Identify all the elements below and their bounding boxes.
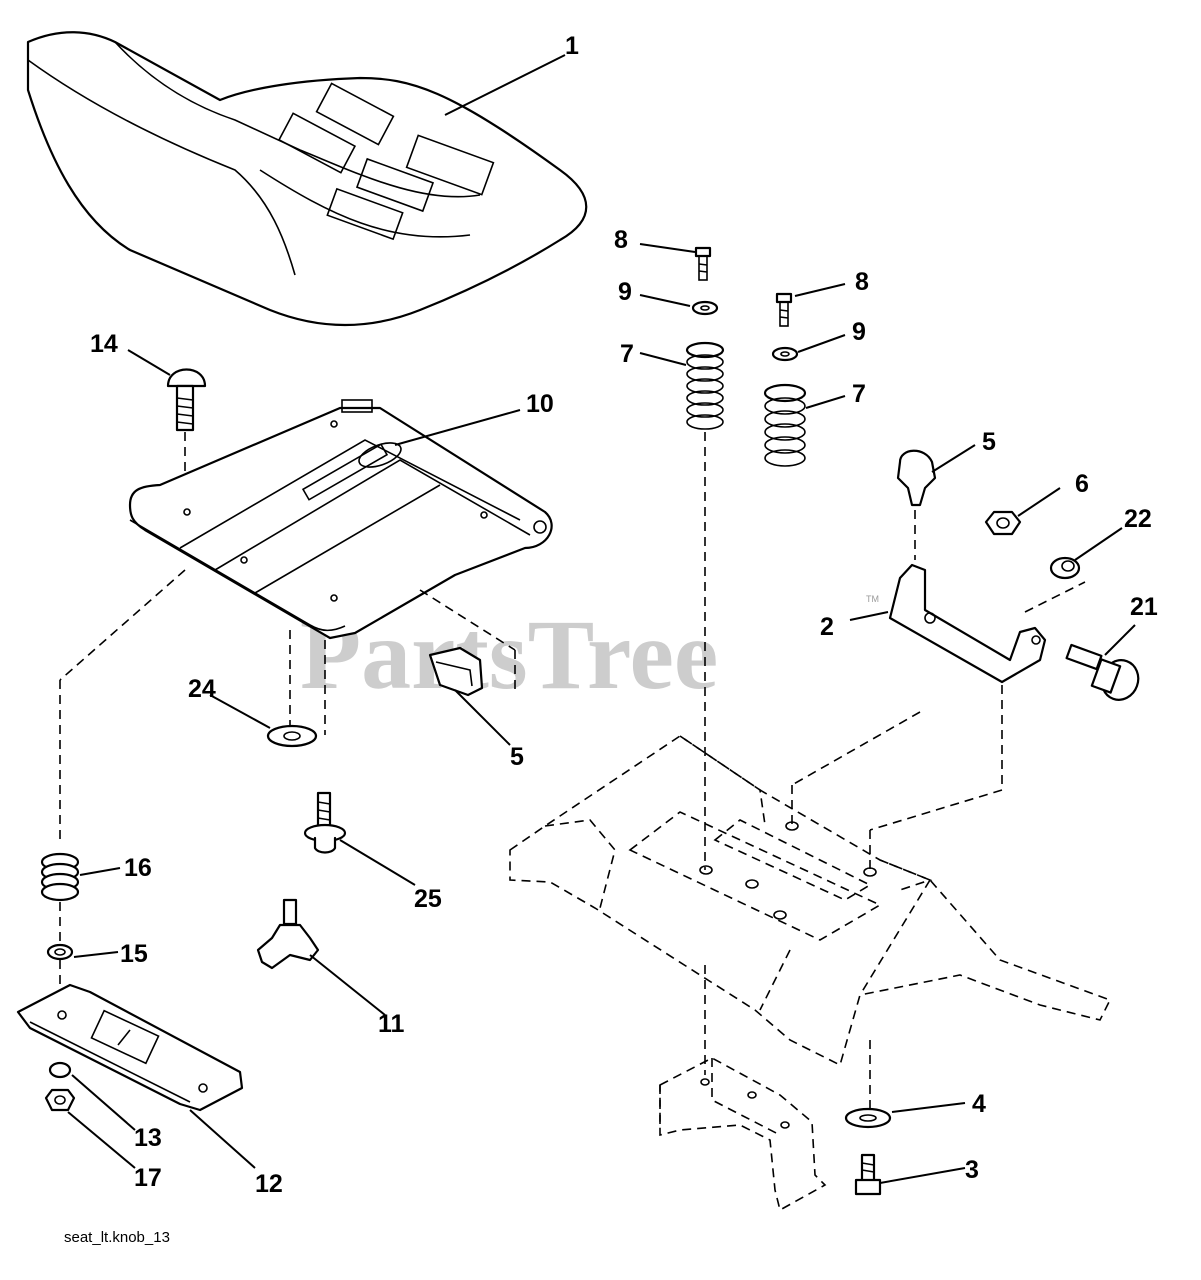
callout-1: 1 [565,32,579,60]
callout-25: 25 [414,885,442,913]
frame-bolt [854,1153,966,1196]
spring-washer [46,943,119,1010]
callout-5-left: 5 [510,743,524,771]
callout-16: 16 [124,854,152,882]
lock-nut [1024,527,1123,613]
callout-17: 17 [134,1164,162,1192]
trademark-mark: TM [866,594,879,604]
callout-8-left: 8 [614,226,628,254]
callout-14: 14 [90,330,118,358]
stud-bolt [303,791,416,886]
adjust-knob-top [896,444,976,560]
hex-nut [984,487,1061,536]
spring-stack-right [763,283,846,467]
small-spring [40,852,121,945]
seat-bracket [791,563,1047,870]
callout-22: 22 [1124,505,1152,533]
shoulder-bolt [1065,624,1140,701]
carriage-bolt [127,349,207,505]
tractor-frame-outline [509,735,1112,1110]
callout-4: 4 [972,1090,986,1118]
pan-washer [209,694,318,748]
spring-stack-left [639,243,725,870]
callout-13: 13 [134,1124,162,1152]
callout-11: 11 [378,1010,405,1038]
callout-9-right: 9 [852,318,866,346]
callout-15: 15 [120,940,148,968]
callout-24: 24 [188,675,216,703]
adjust-knob [256,898,386,1016]
callout-5-top: 5 [982,428,996,456]
slide-hardware [44,1061,136,1169]
callout-7-right: 7 [852,380,866,408]
slide-plate [16,983,256,1169]
callout-21: 21 [1130,593,1158,621]
adjust-knob-left [428,646,511,746]
callout-3: 3 [965,1156,979,1184]
mount-bracket-outline [659,1057,827,1212]
callout-7-left: 7 [620,340,634,368]
callout-9-left: 9 [618,278,632,306]
callout-8-right: 8 [855,268,869,296]
seat [26,31,588,327]
frame-washer [844,1102,966,1129]
callout-6: 6 [1075,470,1089,498]
callout-10: 10 [526,390,554,418]
callout-12: 12 [255,1170,283,1198]
callout-2: 2 [820,613,834,641]
seat-pan [59,399,553,845]
diagram-caption: seat_lt.knob_13 [64,1229,170,1246]
